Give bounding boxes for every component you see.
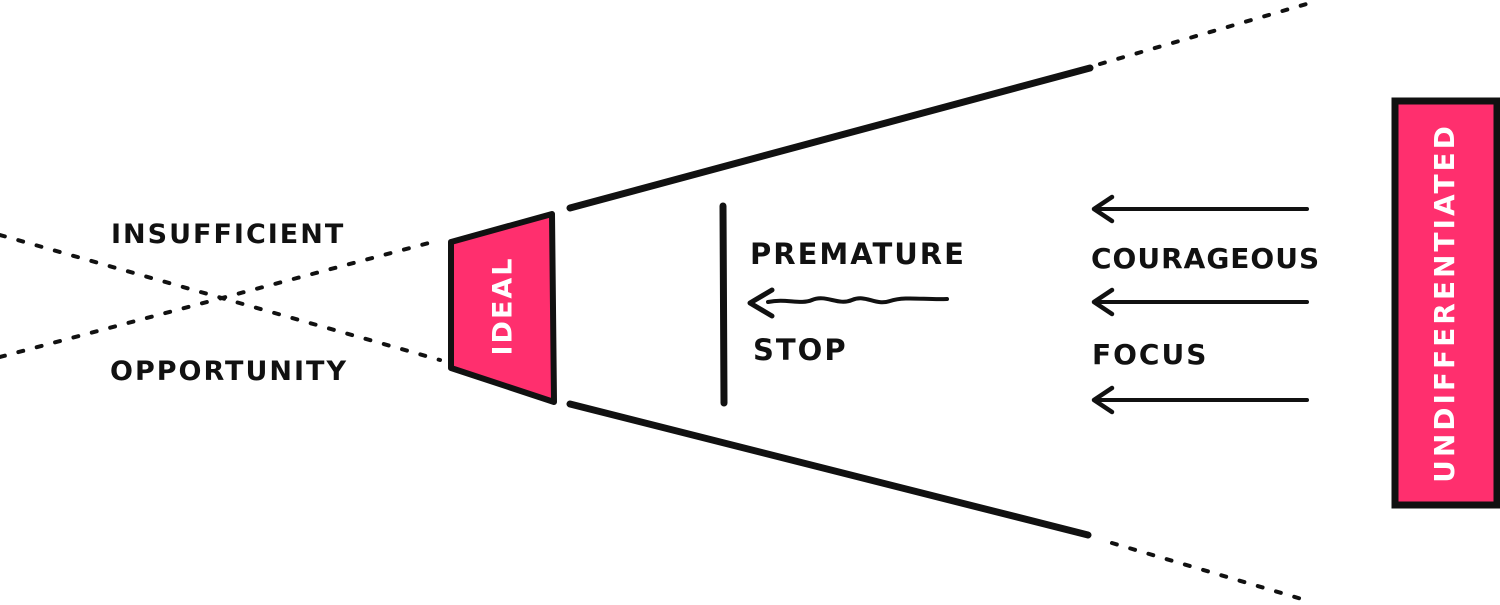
squiggly-arrow-head	[747, 287, 775, 319]
barrier-line	[719, 202, 728, 407]
stop-label: STOP	[753, 333, 848, 367]
arrow-top	[1091, 194, 1309, 224]
arrow-middle	[1091, 287, 1309, 317]
arrow-bottom	[1091, 385, 1309, 415]
ideal-box	[448, 211, 557, 405]
ideal-label: IDEAL	[488, 256, 519, 355]
funnel-upper-dotted-extension	[1098, 1, 1312, 66]
funnel-lower-line	[566, 400, 1092, 539]
squiggly-arrow	[766, 296, 949, 305]
premature-label: PREMATURE	[750, 237, 966, 271]
funnel-lower-dotted-extension	[1110, 541, 1307, 602]
courageous-label: COURAGEOUS	[1091, 242, 1320, 275]
undifferentiated-label: UNDIFFERENTIATED	[1428, 123, 1461, 483]
focus-label: FOCUS	[1092, 338, 1208, 371]
dotted-line-lower-left	[0, 238, 442, 359]
opportunity-label: OPPORTUNITY	[110, 356, 348, 387]
funnel-upper-line	[566, 64, 1094, 212]
insufficient-label: INSUFFICIENT	[111, 219, 345, 250]
undifferentiated-box	[1391, 97, 1500, 509]
